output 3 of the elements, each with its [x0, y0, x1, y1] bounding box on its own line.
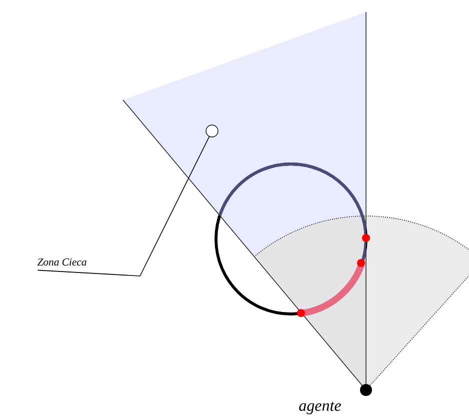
marker-circle — [206, 124, 218, 138]
agent-label: agente — [299, 402, 341, 414]
callout-text: Zona Cieca — [37, 258, 86, 266]
